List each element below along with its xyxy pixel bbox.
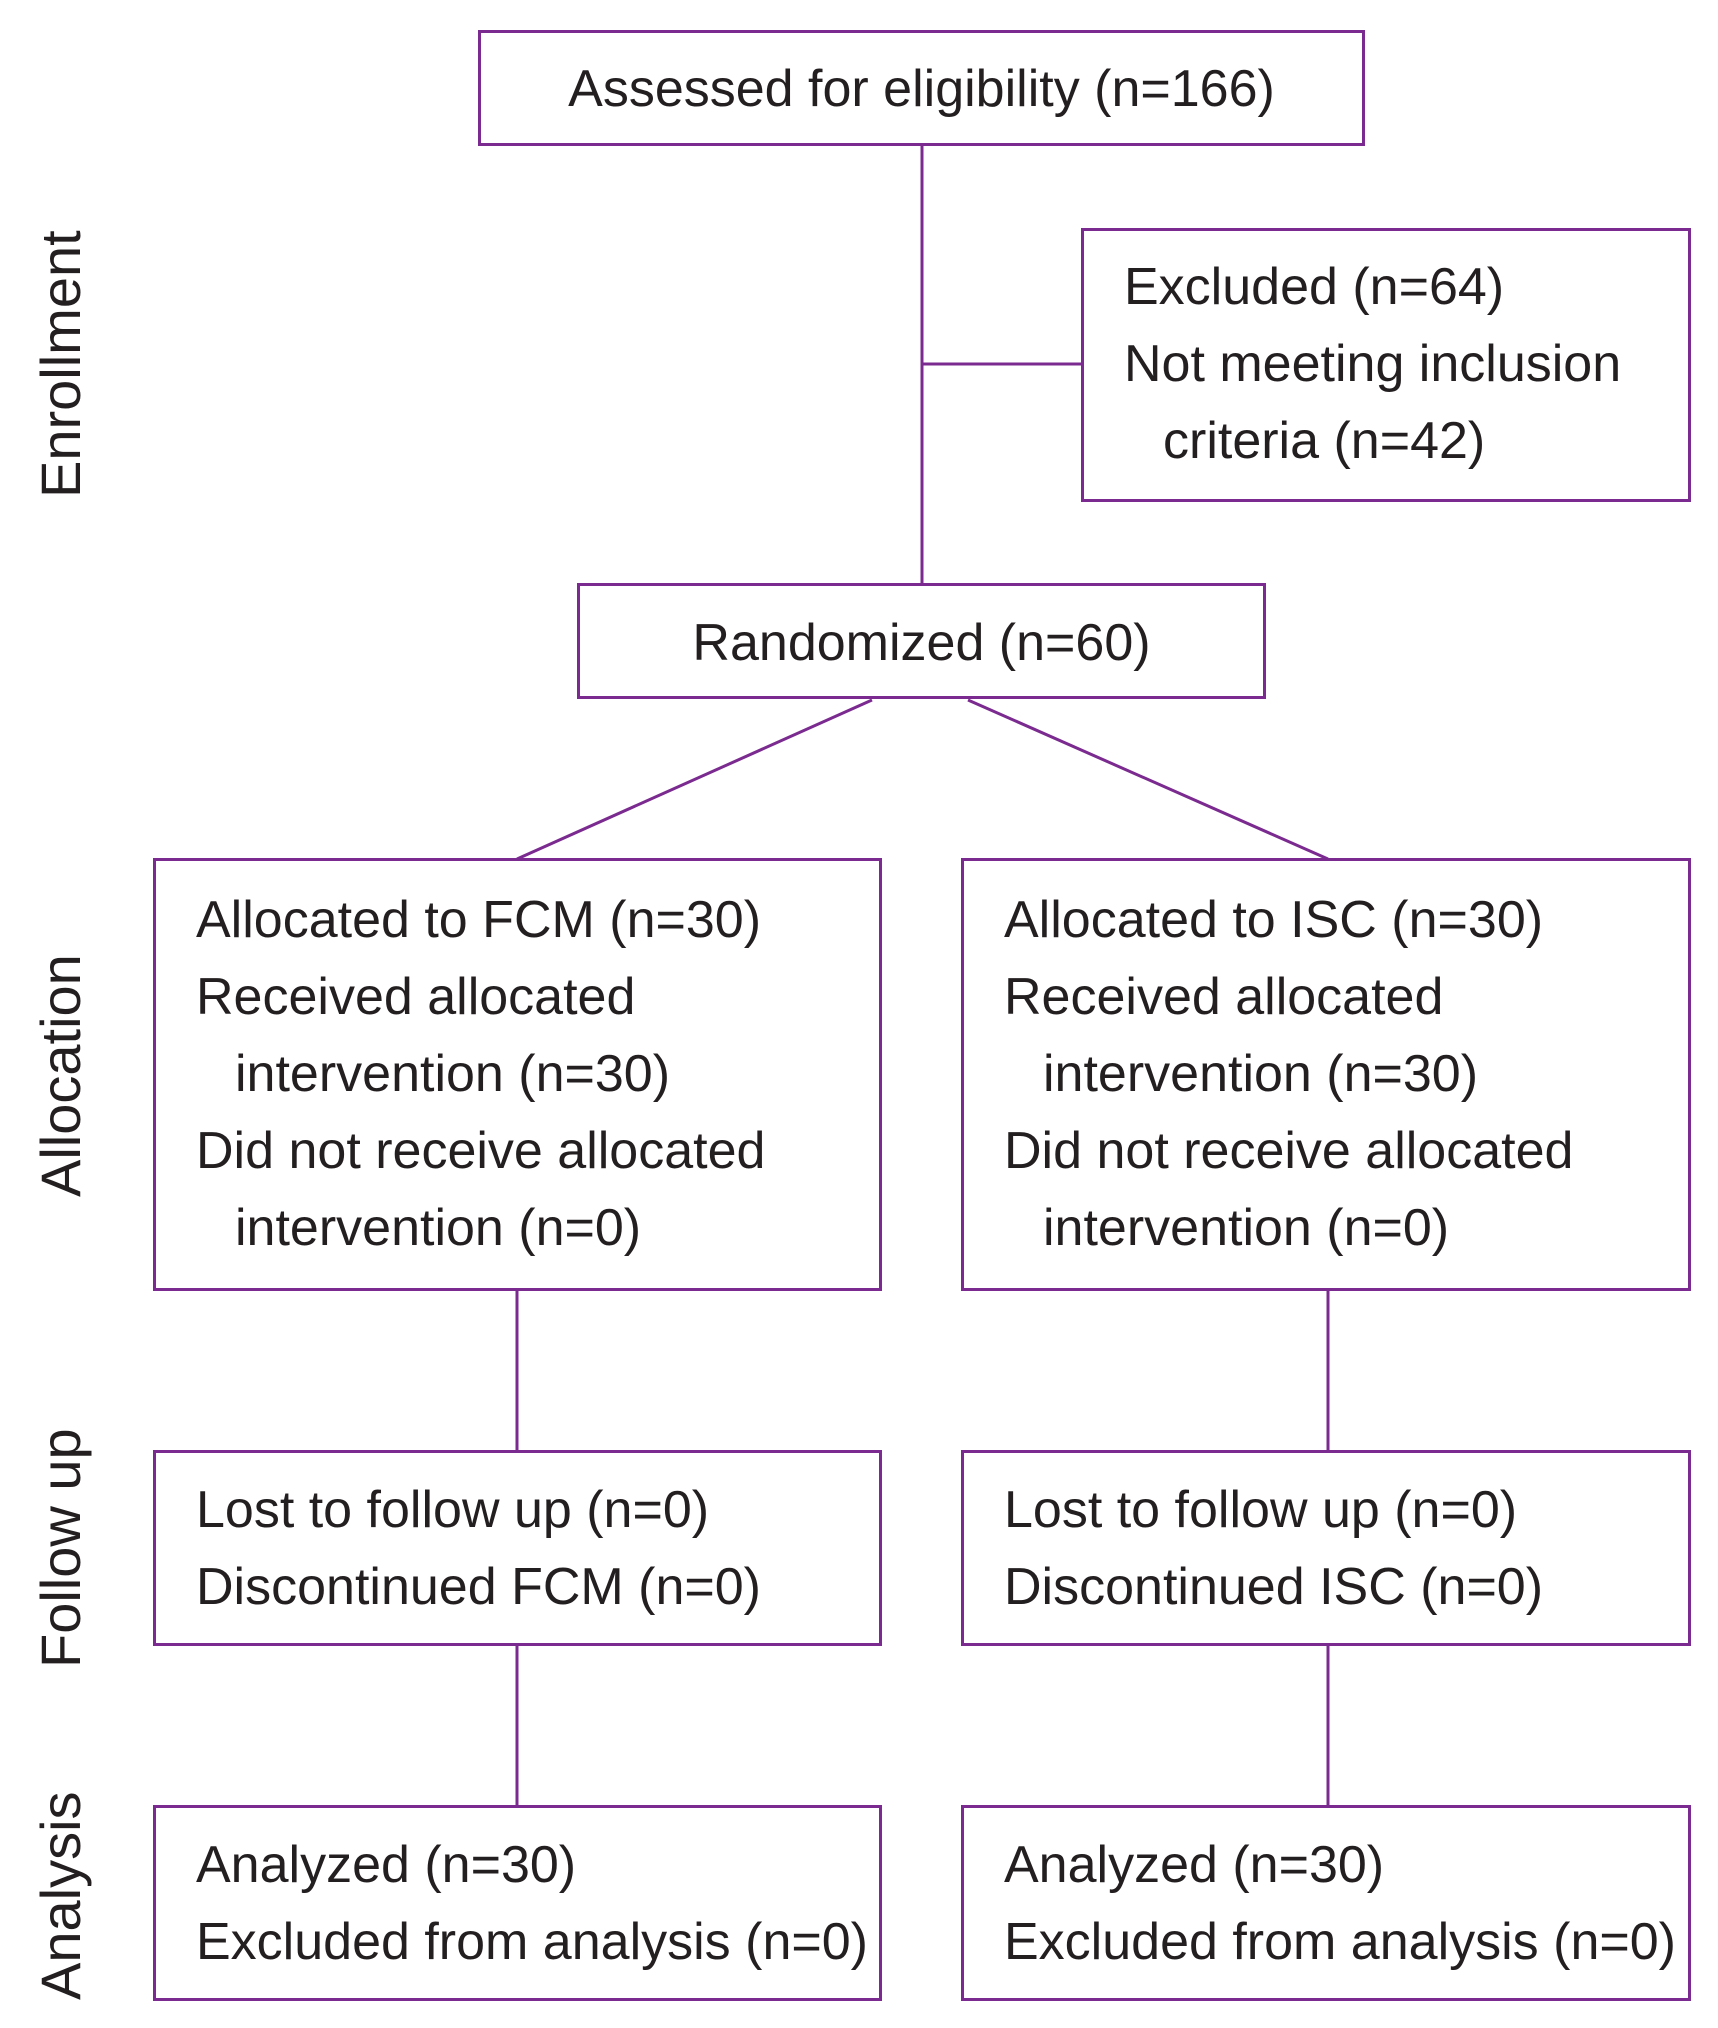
allocation-fcm-line-4: Did not receive allocated	[196, 1122, 766, 1180]
randomized-text: Randomized (n=60)	[692, 614, 1151, 672]
excluded-box: Excluded (n=64) Not meeting inclusion cr…	[1081, 228, 1691, 502]
analysis-fcm-line-1: Analyzed (n=30)	[196, 1836, 577, 1894]
allocation-fcm-line-2: Received allocated	[196, 968, 636, 1026]
allocation-fcm-line-3: intervention (n=30)	[235, 1045, 671, 1103]
allocation-isc-line-2: Received allocated	[1004, 968, 1444, 1026]
excluded-line-1: Excluded (n=64)	[1124, 258, 1505, 316]
assessed-text: Assessed for eligibility (n=166)	[568, 60, 1275, 118]
stage-label-allocation: Allocation	[29, 954, 92, 1197]
stage-label-enrollment: Enrollment	[29, 230, 92, 498]
analysis-box-isc: Analyzed (n=30) Excluded from analysis (…	[961, 1805, 1691, 2001]
followup-isc-line-2: Discontinued ISC (n=0)	[1004, 1558, 1544, 1616]
allocation-box-fcm: Allocated to FCM (n=30) Received allocat…	[153, 858, 882, 1291]
excluded-line-2: Not meeting inclusion	[1124, 335, 1622, 393]
followup-box-isc: Lost to follow up (n=0) Discontinued ISC…	[961, 1450, 1691, 1646]
analysis-isc-line-1: Analyzed (n=30)	[1004, 1836, 1385, 1894]
assessed-box: Assessed for eligibility (n=166)	[478, 30, 1365, 146]
allocation-isc-line-5: intervention (n=0)	[1043, 1199, 1450, 1257]
allocation-box-isc: Allocated to ISC (n=30) Received allocat…	[961, 858, 1691, 1291]
followup-fcm-line-1: Lost to follow up (n=0)	[196, 1481, 710, 1539]
followup-fcm-line-2: Discontinued FCM (n=0)	[196, 1558, 761, 1616]
excluded-line-3: criteria (n=42)	[1163, 412, 1486, 470]
stage-label-follow-up: Follow up	[29, 1428, 92, 1668]
followup-isc-line-1: Lost to follow up (n=0)	[1004, 1481, 1518, 1539]
analysis-isc-line-2: Excluded from analysis (n=0)	[1004, 1913, 1676, 1971]
analysis-box-fcm: Analyzed (n=30) Excluded from analysis (…	[153, 1805, 882, 2001]
randomized-box: Randomized (n=60)	[577, 583, 1266, 699]
stage-label-analysis: Analysis	[29, 1791, 92, 2000]
connector-randomized-isc	[967, 698, 1329, 861]
analysis-fcm-line-2: Excluded from analysis (n=0)	[196, 1913, 868, 1971]
followup-box-fcm: Lost to follow up (n=0) Discontinued FCM…	[153, 1450, 882, 1646]
allocation-fcm-line-1: Allocated to FCM (n=30)	[196, 891, 762, 949]
allocation-fcm-line-5: intervention (n=0)	[235, 1199, 642, 1257]
allocation-isc-line-3: intervention (n=30)	[1043, 1045, 1479, 1103]
connector-randomized-fcm	[516, 698, 873, 861]
allocation-isc-line-4: Did not receive allocated	[1004, 1122, 1574, 1180]
allocation-isc-line-1: Allocated to ISC (n=30)	[1004, 891, 1544, 949]
